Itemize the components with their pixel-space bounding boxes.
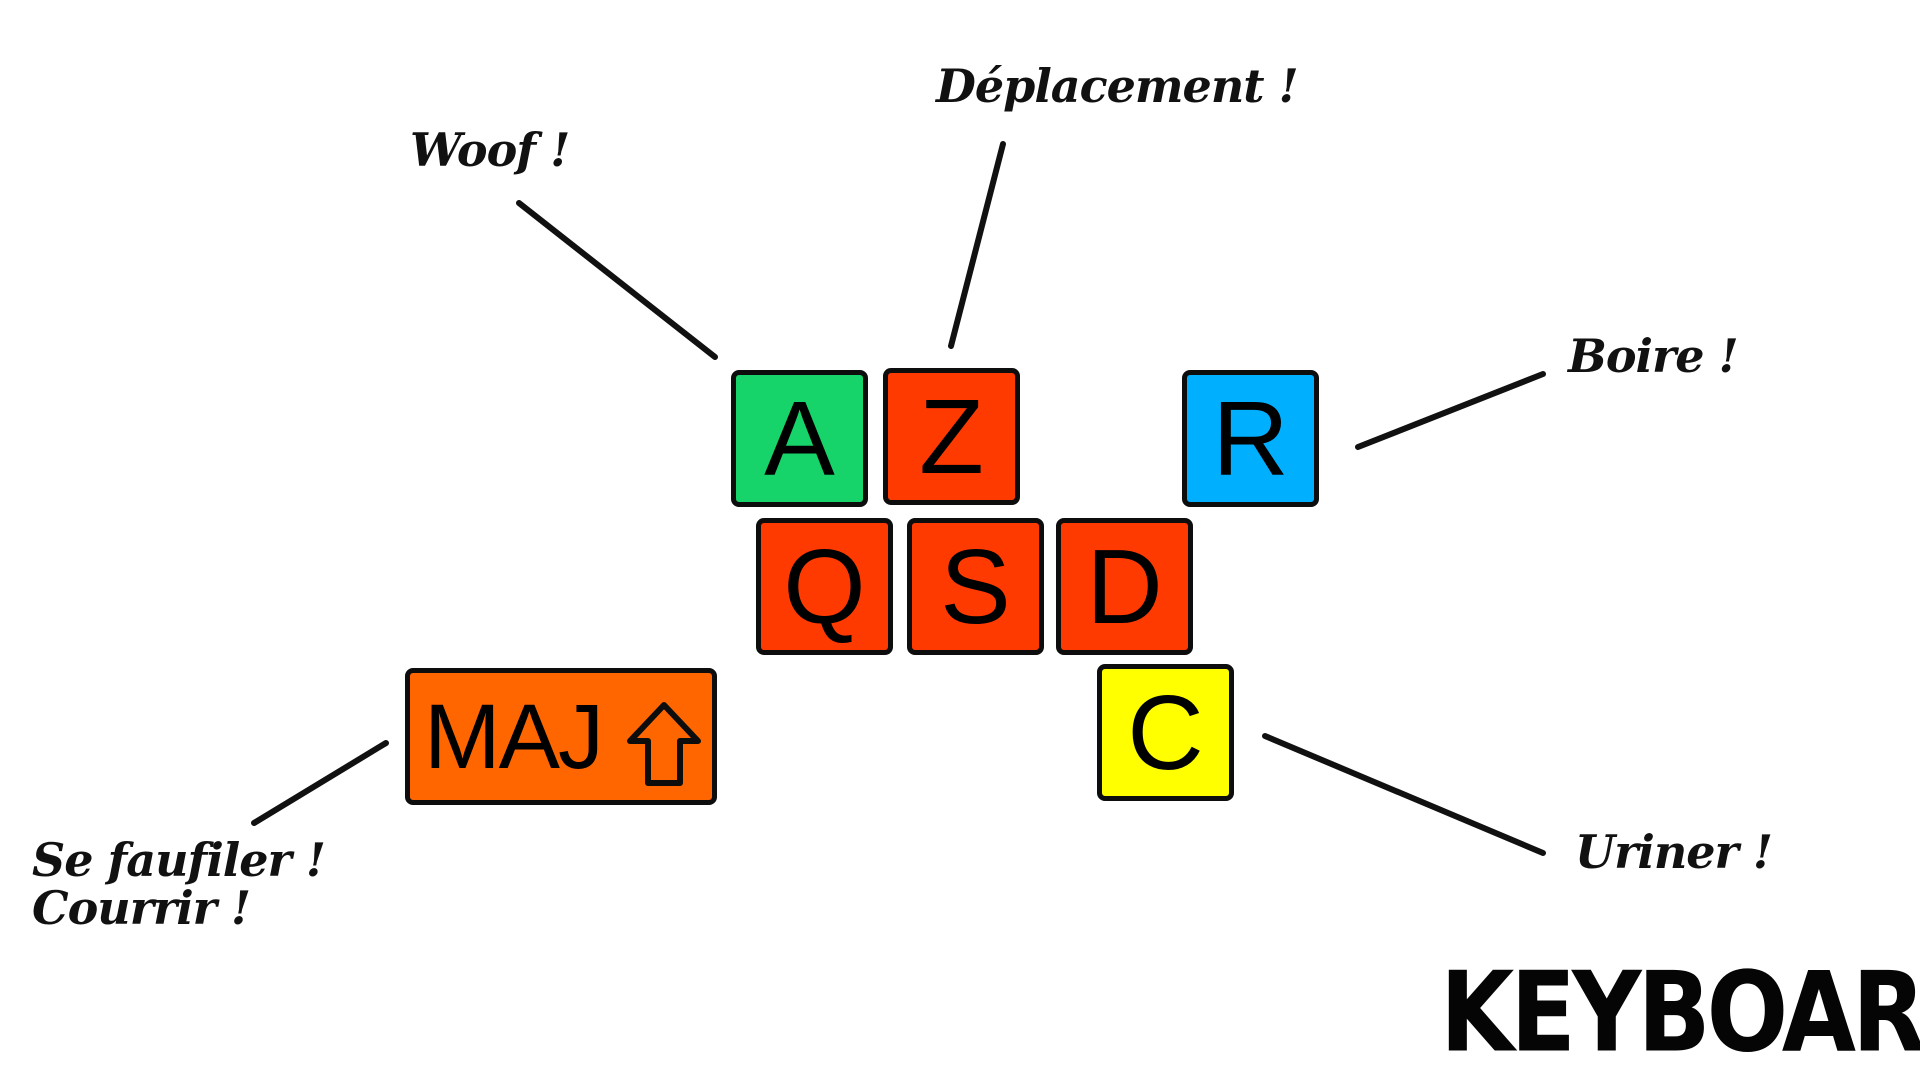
shift-arrow-icon [627, 702, 701, 786]
deplacement-callout: Déplacement ! [936, 59, 1299, 113]
sneak-leader-line [251, 740, 389, 826]
page-title: KEYBOARD [1440, 948, 1920, 1077]
key-q-label: Q [783, 527, 866, 646]
key-r-label: R [1212, 379, 1289, 498]
key-z-label: Z [919, 377, 984, 496]
deplacement-leader-line [948, 141, 1006, 349]
woof-callout: Woof ! [410, 123, 570, 177]
key-d-label: D [1086, 527, 1163, 646]
sneak-callout-line: Se faufiler ! [32, 833, 326, 887]
boire-leader-line [1355, 371, 1546, 450]
key-d[interactable]: D [1056, 518, 1193, 655]
key-s[interactable]: S [907, 518, 1044, 655]
key-c[interactable]: C [1097, 664, 1234, 801]
key-a[interactable]: A [731, 370, 868, 507]
sneak-run-callout: Se faufiler ! Courrir ! [32, 833, 326, 936]
key-maj-label: MAJ [424, 685, 604, 788]
key-r[interactable]: R [1182, 370, 1319, 507]
key-q[interactable]: Q [756, 518, 893, 655]
boire-callout: Boire ! [1568, 329, 1739, 383]
uriner-leader-line [1262, 733, 1546, 856]
key-s-label: S [940, 527, 1011, 646]
run-callout-line: Courrir ! [32, 881, 251, 936]
key-a-label: A [764, 379, 835, 498]
uriner-callout: Uriner ! [1575, 825, 1773, 879]
key-maj[interactable]: MAJ [405, 668, 717, 805]
woof-leader-line [516, 200, 718, 360]
key-c-label: C [1127, 673, 1204, 792]
key-z[interactable]: Z [883, 368, 1020, 505]
